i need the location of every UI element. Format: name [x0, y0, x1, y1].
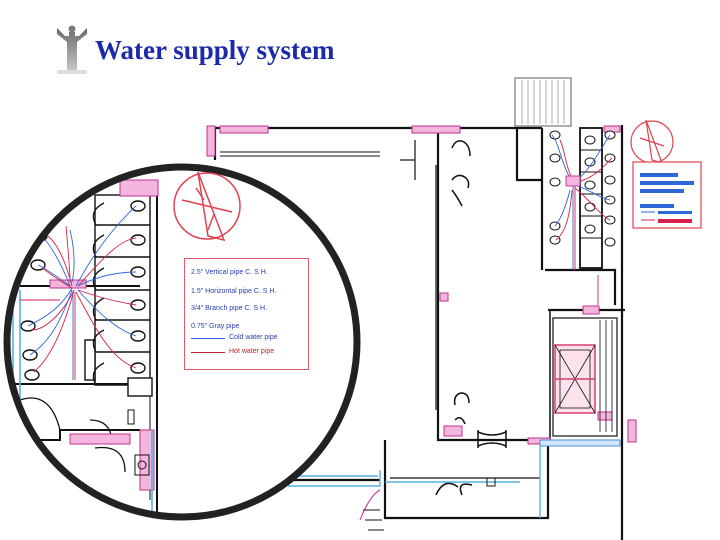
elevator-shaft	[554, 344, 596, 414]
pipe-network-right	[551, 134, 613, 305]
legend-item-hot-water: Hot water pipe	[229, 348, 275, 355]
legend-item-gray-pipe: 0.75" Gray pipe	[191, 323, 240, 330]
hot-water-swatch	[191, 352, 225, 354]
toilet-stalls	[20, 194, 153, 397]
legend-item-vertical-pipe: 2.5" Vertical pipe C. S H.	[191, 269, 268, 276]
hatched-walls	[206, 125, 637, 447]
lower-stairs	[552, 317, 618, 437]
cyan-pipes	[288, 444, 541, 518]
cold-water-swatch	[191, 338, 225, 340]
bottom-stair	[359, 489, 384, 531]
pipe-legend: 2.5" Vertical pipe C. S H. 1.5" Horizont…	[184, 258, 309, 370]
magnifier-circle	[3, 163, 361, 521]
slide-title: Water supply system	[95, 34, 335, 65]
door-swings	[435, 140, 473, 496]
restroom-fixtures	[549, 127, 616, 269]
mini-legend-right	[632, 161, 702, 229]
legend-item-cold-water: Cold water pipe	[229, 334, 278, 341]
slide-header: Water supply system	[55, 20, 335, 80]
human-figure-logo-icon	[57, 25, 87, 74]
legend-item-horizontal-pipe: 1.5" Horizontal pipe C. S H.	[191, 288, 277, 295]
magnified-restroom-detail	[7, 167, 357, 517]
compass-icon-right	[630, 119, 674, 164]
pipe-network-detail	[20, 205, 137, 380]
revolving-door-symbol	[477, 430, 507, 448]
legend-item-branch-pipe: 3/4" Branch pipe C. S H.	[191, 305, 268, 312]
compass-icon-detail	[173, 171, 241, 242]
